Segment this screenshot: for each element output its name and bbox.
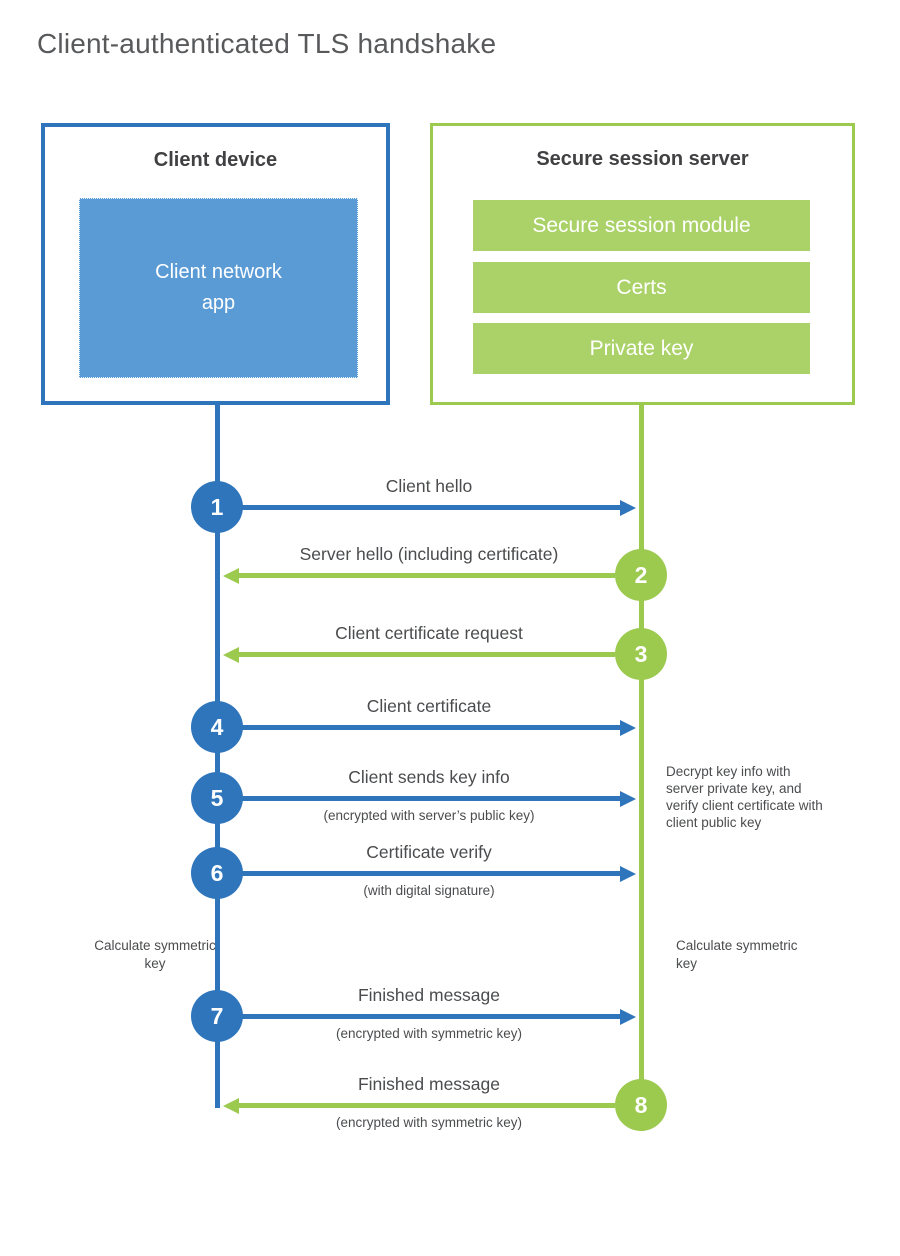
step-4-label: Client certificate (366, 696, 492, 716)
secure-session-server-title: Secure session server (536, 148, 749, 170)
calculate-symmetric-key-client: Calculate symmetric key (94, 938, 216, 971)
client-lifeline (215, 404, 220, 1108)
arrow-right-icon (240, 871, 621, 876)
server-module-secure-session: Secure session module (473, 200, 810, 251)
arrow-right-icon (240, 796, 621, 801)
server-module-certs: Certs (473, 262, 810, 313)
arrow-right-icon (240, 1014, 621, 1019)
step-8-label: Finished message (357, 1074, 501, 1094)
client-network-app-box: Client network app (79, 198, 358, 378)
calculate-symmetric-key-server: Calculate symmetric key (676, 938, 798, 971)
arrow-left-icon (238, 1103, 615, 1108)
step-6-sublabel: (with digital signature) (363, 883, 495, 898)
server-decrypt-note: Decrypt key info with server private key… (666, 764, 823, 830)
step-8-sublabel: (encrypted with symmetric key) (335, 1115, 523, 1130)
arrow-left-icon (238, 652, 615, 657)
step-2-label: Server hello (including certificate) (299, 544, 559, 564)
server-lifeline (639, 404, 644, 1131)
client-device-title: Client device (153, 149, 278, 171)
client-device-box: Client device Client network app (41, 123, 390, 405)
secure-session-server-box: Secure session server Secure session mod… (430, 123, 855, 405)
arrow-left-icon (238, 573, 615, 578)
client-network-app-label: Client network app (155, 261, 282, 314)
arrow-right-icon (240, 725, 621, 730)
arrow-right-icon (240, 505, 621, 510)
step-5-sublabel: (encrypted with server’s public key) (323, 808, 535, 823)
step-1-label: Client hello (385, 476, 473, 496)
page-title: Client-authenticated TLS handshake (37, 28, 497, 59)
step-5-label: Client sends key info (348, 767, 510, 787)
server-module-private-key: Private key (473, 323, 810, 374)
step-7-label: Finished message (357, 985, 501, 1005)
step-6-label: Certificate verify (366, 842, 492, 862)
step-3-label: Client certificate request (335, 623, 523, 643)
step-7-sublabel: (encrypted with symmetric key) (335, 1026, 523, 1041)
